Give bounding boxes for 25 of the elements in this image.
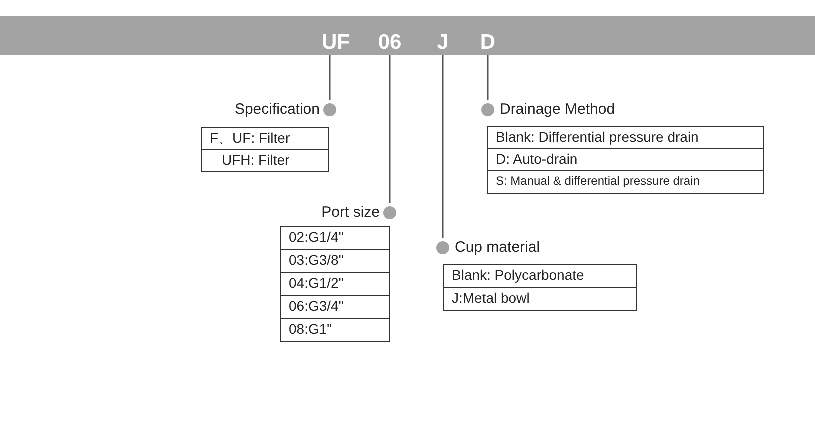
option-cell: 02:G1/4" bbox=[280, 226, 390, 250]
option-cell: D: Auto-drain bbox=[487, 148, 764, 171]
code-letters: UF bbox=[316, 30, 356, 55]
option-cell: S: Manual & differential pressure drain bbox=[487, 170, 764, 194]
option-cell: 06:G3/4" bbox=[280, 295, 390, 319]
option-cell: UFH: Filter bbox=[201, 149, 329, 172]
leader-line bbox=[384, 55, 396, 220]
option-cell: Blank: Differential pressure drain bbox=[487, 126, 764, 149]
field-heading: Specification bbox=[200, 100, 338, 120]
leader-line bbox=[324, 55, 336, 116]
code-letters: D bbox=[475, 30, 501, 55]
leader-line bbox=[482, 55, 494, 116]
field-heading: Drainage Method bbox=[480, 100, 680, 120]
option-cell: 03:G3/8" bbox=[280, 249, 390, 273]
option-cell: 08:G1" bbox=[280, 318, 390, 342]
option-cell: Blank: Polycarbonate bbox=[443, 264, 637, 288]
field-heading: Port size bbox=[290, 203, 398, 223]
option-cell: J:Metal bowl bbox=[443, 287, 637, 311]
code-letters: J bbox=[430, 30, 456, 55]
code-banner-bar bbox=[0, 16, 815, 55]
option-cell: 04:G1/2" bbox=[280, 272, 390, 296]
option-cell: F、UF: Filter bbox=[201, 127, 329, 150]
code-letters: 06 bbox=[370, 30, 410, 55]
field-heading: Cup material bbox=[435, 238, 585, 258]
leader-line bbox=[436, 55, 450, 254]
